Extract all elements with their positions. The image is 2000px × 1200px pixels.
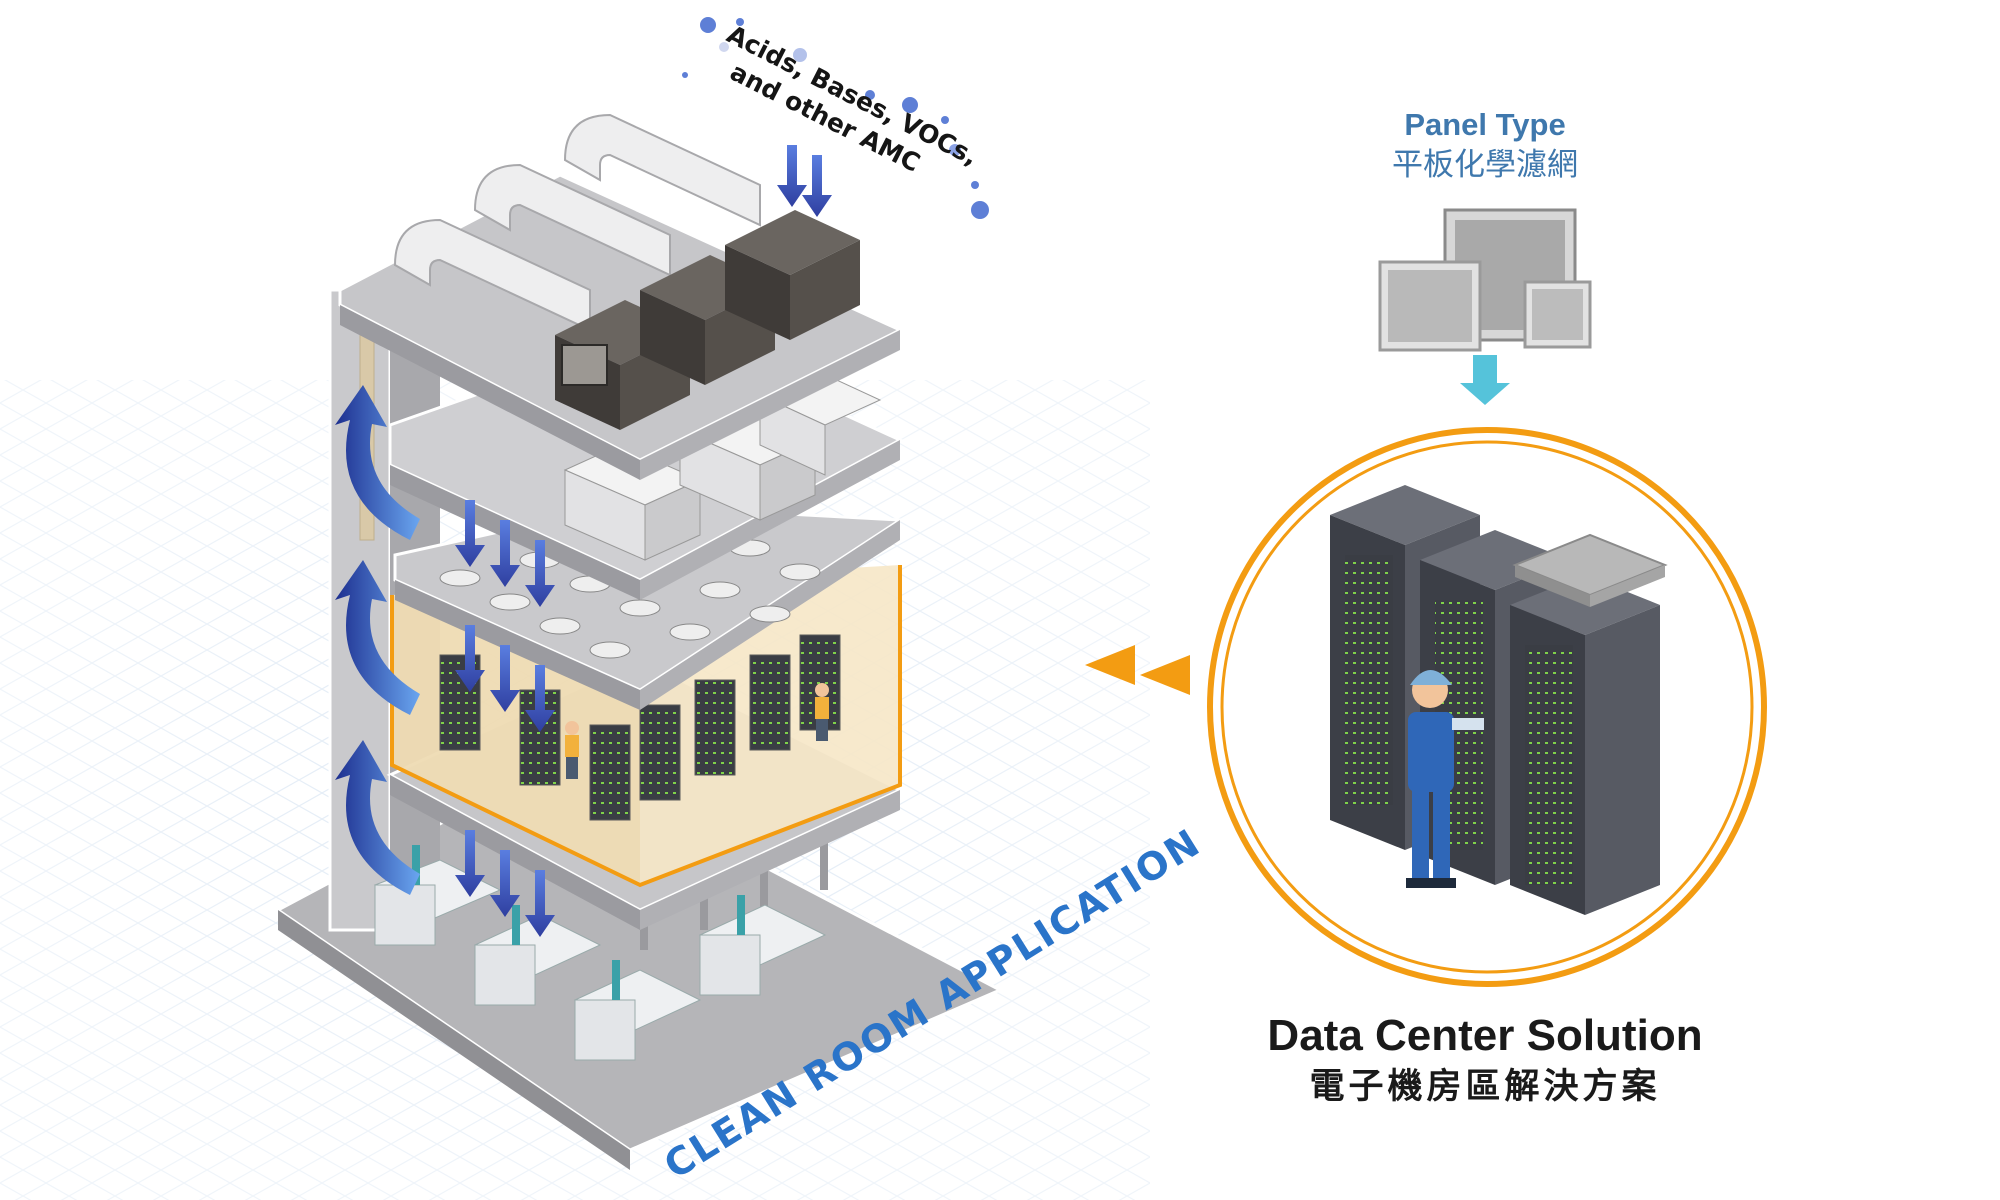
technician-figure [1406,670,1484,888]
data-center-title: Data Center Solution [1267,1011,1702,1060]
down-arrow-icon [1460,355,1510,405]
hall-technicians [565,683,829,779]
supply-air-arrows [455,145,832,937]
amc-annotation: Acids, Bases, VOCs, and other AMC [722,20,982,178]
panel-type-title: Panel Type [1404,107,1565,142]
data-center-illustration [1207,427,1767,987]
clean-room-building [275,113,1004,1170]
panel-type-subtitle: 平板化學濾網 [1392,147,1578,183]
amc-bubbles-icon [682,17,989,219]
return-air-arrows [335,385,420,895]
chemical-filter-housings [555,210,860,430]
data-center-subtitle: 電子機房區解決方案 [1309,1067,1660,1107]
pointer-arrows-icon [1085,645,1190,695]
roof-ducts [393,113,761,332]
panel-filter-images [1378,208,1592,352]
